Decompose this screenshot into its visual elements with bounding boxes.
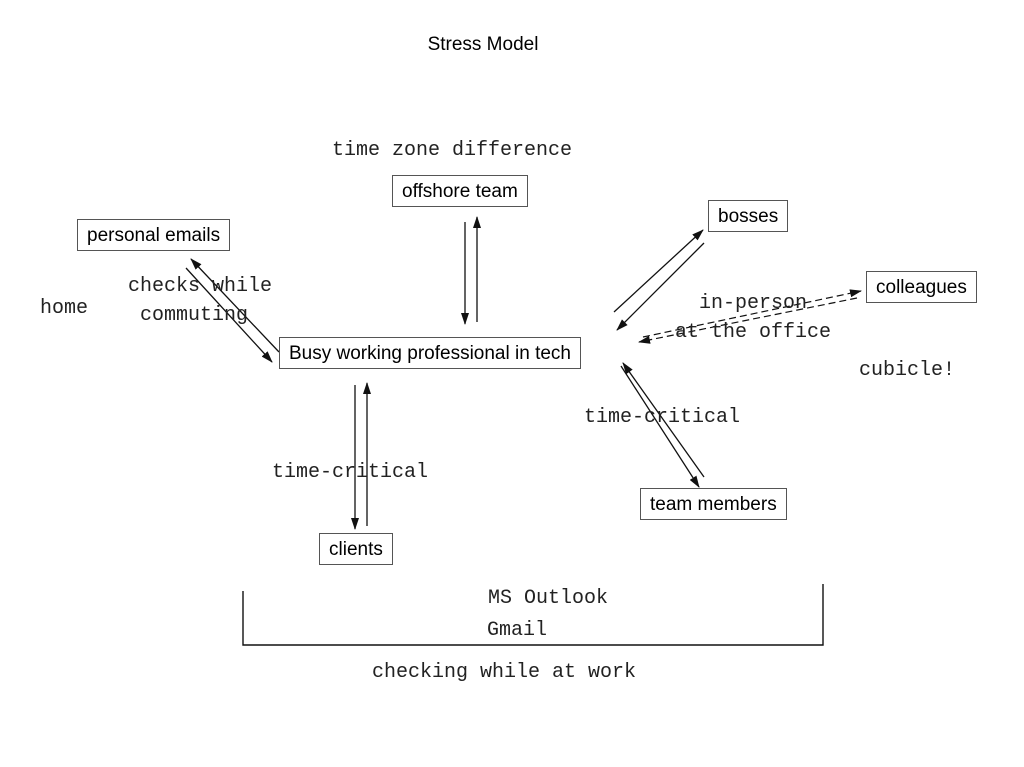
arrow-center-to-team (620, 365, 700, 488)
note-checks-while-commuting: checks while commuting (128, 275, 273, 327)
arrow-personal-to-center (185, 267, 273, 363)
note-time-critical-team: time-critical (584, 406, 741, 429)
node-colleagues: colleagues (866, 271, 977, 303)
note-home: home (40, 297, 89, 320)
node-bosses: bosses (708, 200, 789, 232)
node-offshore-team: offshore team (392, 175, 528, 207)
node-team-members: team members (640, 488, 787, 520)
note-cubicle: cubicle! (859, 359, 956, 382)
arrow-center-to-bosses (613, 229, 704, 313)
email-bracket (242, 584, 824, 646)
arrow-team-to-center (622, 362, 705, 478)
note-ms-outlook: MS Outlook (488, 587, 609, 610)
arrow-center-to-personal (190, 258, 280, 353)
note-time-critical-clients: time-critical (272, 461, 429, 484)
arrow-colleagues-to-center (638, 297, 858, 344)
note-gmail: Gmail (487, 619, 548, 642)
diagram-title: Stress Model (427, 34, 539, 55)
node-personal-emails: personal emails (77, 219, 231, 251)
node-clients: clients (319, 533, 393, 565)
note-checking-at-work: checking while at work (372, 661, 637, 684)
arrow-bosses-to-center (616, 242, 705, 331)
note-in-person: in-person at the office (675, 292, 832, 344)
note-time-zone: time zone difference (332, 139, 573, 162)
node-center: Busy working professional in tech (279, 337, 581, 369)
arrow-center-to-colleagues (642, 289, 862, 338)
